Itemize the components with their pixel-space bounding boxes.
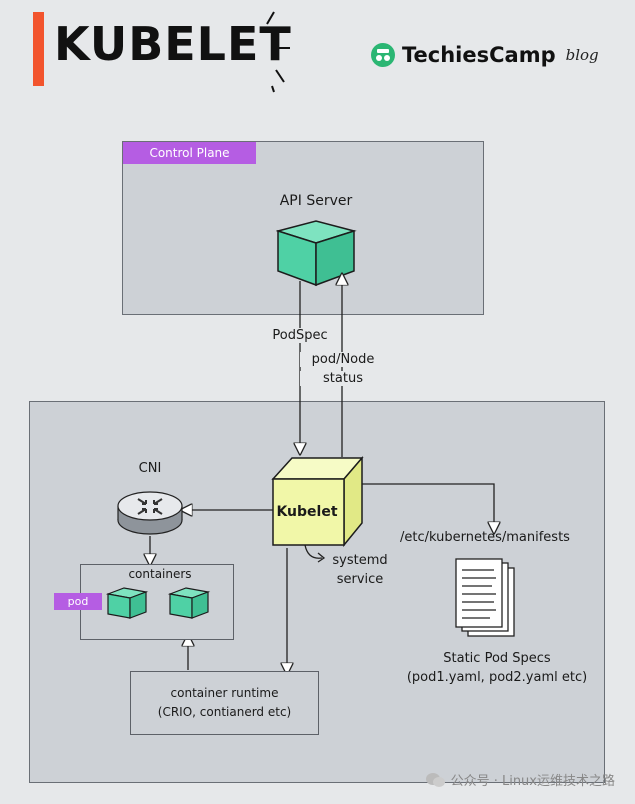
container-cube-icon <box>106 587 149 619</box>
cni-router-icon <box>117 491 183 535</box>
container-runtime-box <box>130 671 319 735</box>
logo-accent-bar <box>33 12 44 86</box>
systemd-label-line1: systemd <box>332 553 388 568</box>
container-cube-icon <box>168 587 211 619</box>
api-server-cube-icon <box>276 220 357 287</box>
kubelet-label: Kubelet <box>276 504 338 520</box>
control-plane-tag: Control Plane <box>123 142 256 164</box>
page-title: KUBELET <box>54 17 292 71</box>
containers-label: containers <box>128 567 192 581</box>
status-label-line1: pod/Node <box>300 352 386 367</box>
wechat-icon <box>425 772 445 787</box>
pod-tag: pod <box>54 593 102 610</box>
techiescamp-logo-icon <box>371 43 395 67</box>
kubelet-cube-icon <box>271 455 364 548</box>
runtime-label-line1: container runtime <box>170 686 279 700</box>
brand-name: TechiesCamp <box>402 43 556 67</box>
systemd-label-line2: service <box>336 572 384 587</box>
runtime-label-line2: (CRIO, contianerd etc) <box>157 705 292 719</box>
api-server-label: API Server <box>279 193 353 209</box>
static-pod-label-line1: Static Pod Specs <box>443 651 551 666</box>
documents-stack-icon <box>455 558 515 637</box>
manifests-path-label: /etc/kubernetes/manifests <box>400 530 570 545</box>
static-pod-label-line2: (pod1.yaml, pod2.yaml etc) <box>406 670 588 685</box>
logo-spark-icon <box>266 11 290 93</box>
status-label-line2: status <box>300 371 386 386</box>
cni-label: CNI <box>138 461 162 476</box>
footer-text: 公众号 · Linux运维技术之路 <box>450 774 615 789</box>
brand-suffix: blog <box>565 46 599 64</box>
brand-logo: TechiesCamp blog <box>370 42 599 68</box>
footer-watermark: 公众号 · Linux运维技术之路 <box>425 770 615 789</box>
podspec-label: PodSpec <box>263 328 337 343</box>
